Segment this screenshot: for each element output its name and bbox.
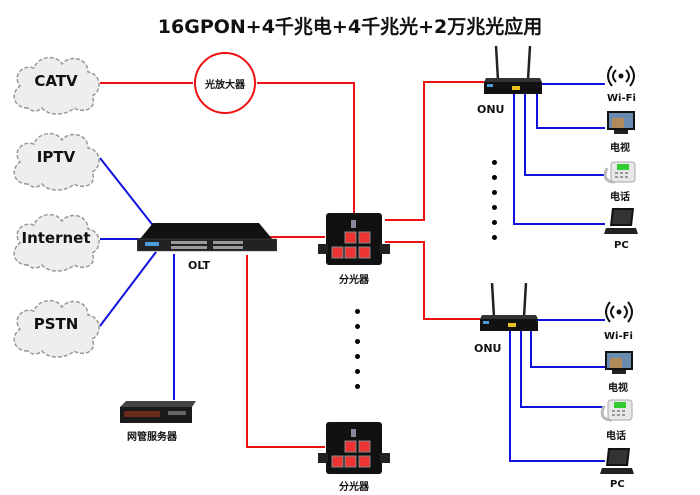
endpoint-label: Wi-Fi: [607, 93, 636, 104]
onu-1: [482, 45, 544, 100]
onu-icon: [484, 45, 542, 94]
diagram-title: 16GPON+4千兆电+4千兆光+2万兆光应用: [157, 16, 543, 38]
splitter-2: [318, 421, 390, 479]
endpoint-label: 电视: [610, 143, 630, 154]
ellipsis-dots: [492, 160, 497, 250]
splitter-label: 分光器: [339, 275, 369, 286]
server-device: [118, 399, 198, 429]
cloud-icon: [13, 132, 100, 191]
pstn-to-olt-line: [99, 251, 157, 327]
amplifier-label: 光放大器: [205, 80, 245, 91]
olt-label: OLT: [188, 259, 211, 272]
olt-to-splitter2-line: [246, 255, 325, 448]
endpoint-label: PC: [610, 479, 625, 490]
cloud-pstn: PSTN: [8, 291, 104, 361]
splitter1-to-onu1-line: [385, 81, 484, 221]
onu-icon: [480, 282, 538, 331]
onu-2: [478, 282, 540, 337]
cloud-icon: [13, 213, 100, 272]
server-icon: [120, 401, 196, 423]
phone-icon: [601, 158, 637, 190]
wifi-icon: [604, 62, 638, 94]
cloud-label: IPTV: [36, 148, 76, 166]
splitter-label: 分光器: [339, 482, 369, 493]
wifi-icon: [602, 298, 636, 330]
cloud-label: PSTN: [33, 315, 79, 333]
olt-device: [136, 222, 278, 260]
endpoint-label: PC: [614, 240, 629, 251]
cloud-internet: Internet: [8, 205, 104, 275]
splitter1-to-onu2-line: [385, 241, 480, 320]
phone-icon: [598, 396, 634, 428]
pc-icon: [604, 206, 638, 240]
pc-icon: [600, 446, 634, 480]
ellipsis-dots: [355, 309, 360, 399]
endpoint-label: 电视: [608, 383, 628, 394]
cloud-catv: CATV: [8, 48, 104, 118]
amplifier-circle: [194, 52, 256, 114]
amp-to-splitter-line: [257, 82, 355, 213]
splitter-icon: [318, 213, 390, 265]
iptv-to-olt-line: [99, 157, 156, 229]
tv-icon: [604, 350, 634, 380]
cloud-label: CATV: [34, 72, 78, 90]
cloud-iptv: IPTV: [8, 124, 104, 194]
onu-label: ONU: [474, 342, 502, 355]
cloud-icon: [13, 56, 100, 115]
onu-label: ONU: [477, 103, 505, 116]
server-label: 网管服务器: [127, 432, 177, 443]
endpoint-label: 电话: [610, 192, 630, 203]
tv-icon: [606, 110, 636, 140]
cloud-icon: [13, 299, 100, 358]
cloud-label: Internet: [21, 229, 91, 247]
splitter-1: [318, 212, 390, 270]
endpoint-label: Wi-Fi: [604, 331, 633, 342]
olt-icon: [136, 223, 278, 252]
endpoint-label: 电话: [606, 431, 626, 442]
splitter-icon: [318, 422, 390, 474]
